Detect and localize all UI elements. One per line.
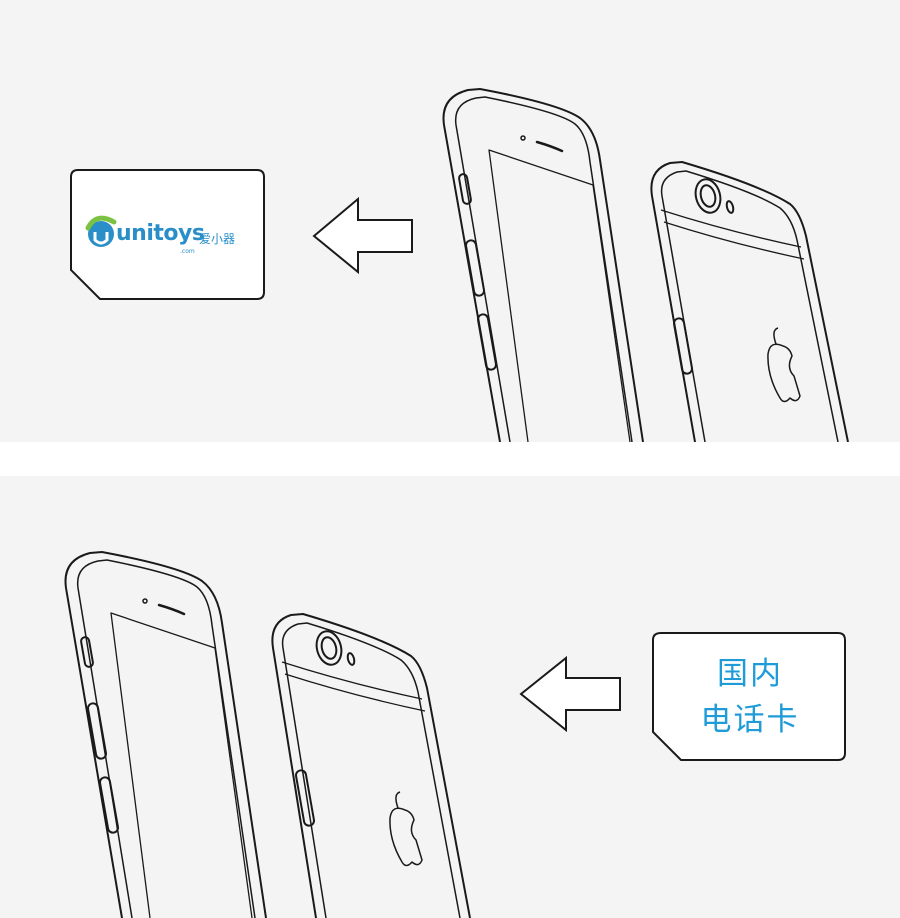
apple-logo-icon bbox=[767, 327, 801, 403]
sim-card-icon bbox=[70, 169, 265, 300]
panel-remove-card: unitoys 爱小器 .com bbox=[0, 0, 900, 442]
phone-front-icon bbox=[442, 88, 644, 442]
sim-card-label: 国内 电话卡 bbox=[660, 651, 840, 743]
logo-wordmark: unitoys bbox=[116, 221, 205, 246]
panel-divider bbox=[0, 442, 900, 476]
phone-back-icon bbox=[271, 613, 471, 918]
logo-domain: .com bbox=[180, 248, 195, 255]
sim-card-icon bbox=[652, 632, 846, 761]
phone-front-icon bbox=[64, 551, 267, 918]
left-arrow-icon bbox=[312, 196, 413, 275]
phone-back-icon bbox=[650, 161, 849, 442]
bottom-illustration bbox=[64, 551, 846, 918]
left-arrow-icon bbox=[519, 655, 621, 733]
sim-card-label-line2: 电话卡 bbox=[700, 702, 800, 738]
sim-card-label-line1: 国内 bbox=[717, 656, 783, 692]
unitoys-logo-icon bbox=[85, 215, 117, 247]
top-illustration bbox=[70, 88, 849, 442]
logo-chinese-name: 爱小器 bbox=[199, 232, 236, 246]
panel-insert-card: 国内 电话卡 bbox=[0, 476, 900, 918]
apple-logo-icon bbox=[389, 791, 423, 867]
